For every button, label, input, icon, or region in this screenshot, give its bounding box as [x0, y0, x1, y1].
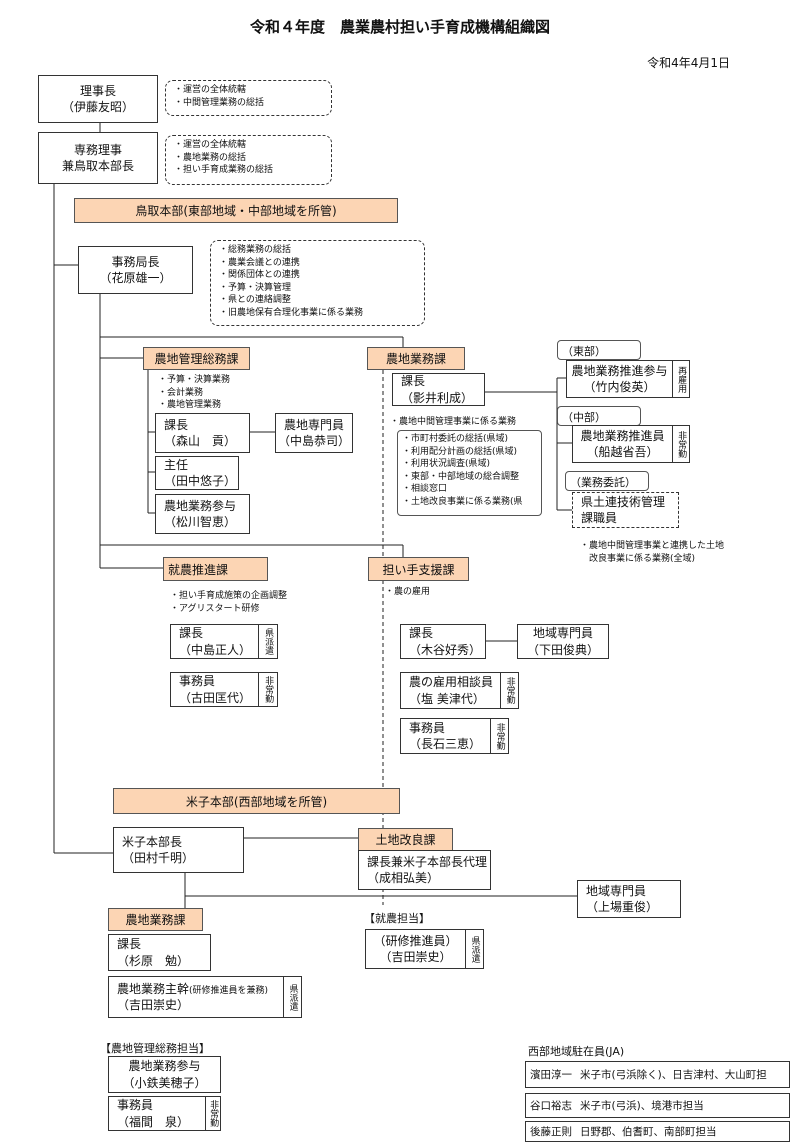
ja-staff-row: 谷口裕志米子市(弓浜)、境港市担当	[525, 1093, 790, 1118]
outsourced-staff-box: 県土連技術管理 課職員	[572, 492, 679, 528]
chairman-notes: ・運営の全体統轄 ・中間管理業務の総括	[165, 80, 332, 116]
chairman-box: 理事長 （伊藤友昭）	[38, 75, 158, 123]
managing-director-notes: ・運営の全体統轄 ・農地業務の総括 ・担い手育成業務の総括	[165, 135, 332, 185]
yonago-land-business-section-header: 農地業務課	[108, 908, 203, 931]
page-title: 令和４年度 農業農村担い手育成機構組織図	[249, 18, 550, 36]
central-label: （中部）	[557, 406, 641, 426]
land-business-duty: ・農地中間管理事業に係る業務	[390, 417, 517, 427]
yonago-specialist-box: 地域専門員 （上場重俊）	[577, 880, 681, 918]
secretary-general-role: 事務局長	[111, 254, 160, 269]
ja-staff-row: 後藤正則日野郡、伯耆町、南部町担当	[525, 1121, 790, 1142]
chairman-name: （伊藤友昭）	[61, 100, 134, 114]
land-admin-advisor-box: 農地業務参与 （松川智恵）	[155, 494, 250, 534]
secretary-general-notes: ・総務業務の総括 ・農業会議との連携 ・関係団体との連携 ・予算・決算管理 ・県…	[210, 240, 425, 326]
farming-promotion-chief-box: 課長 （中島正人）	[170, 624, 259, 659]
east-advisor-tag: 再雇用	[672, 360, 690, 398]
land-improvement-chief-box: 課長兼米子本部長代理 （成相弘美）	[358, 850, 491, 890]
yonago-hq-head-box: 米子本部長 （田村千明）	[113, 827, 244, 873]
land-admin-unit-label: 【農地管理総務担当】	[100, 1042, 210, 1055]
land-admin-senior-box: 主任 （田中悠子）	[155, 456, 239, 490]
land-business-duties: ・市町村委託の総括(県域) ・利用配分計画の総括(県域) ・利用状況調査(県域)…	[397, 430, 542, 516]
farming-promotion-notes: ・担い手育成施策の企画調整 ・アグリスタート研修	[170, 591, 288, 614]
land-admin-unit-clerk-box: 事務員 （福間 泉）	[108, 1096, 206, 1131]
successor-support-section-header: 担い手支援課	[368, 557, 469, 581]
successor-support-clerk-tag: 非常勤	[490, 718, 509, 754]
east-label: （東部）	[557, 340, 641, 360]
land-admin-unit-clerk-tag: 非常勤	[205, 1096, 221, 1131]
east-advisor-box: 農地業務推進参与 （竹内俊英）	[566, 360, 673, 398]
successor-support-notes: ・農の雇用	[385, 587, 431, 597]
tottori-hq-header: 鳥取本部(東部地域・中部地域を所管)	[74, 198, 398, 223]
outsourced-label: （業務委託）	[565, 471, 649, 491]
successor-support-chief-box: 課長 （木谷好秀）	[400, 624, 486, 659]
land-admin-unit-advisor-box: 農地業務参与 （小鉄美穂子）	[108, 1056, 221, 1093]
managing-director-role2: 兼鳥取本部長	[61, 159, 134, 173]
secretary-general-box: 事務局長 （花原雄一）	[78, 246, 193, 294]
successor-support-consultant-tag: 非常勤	[500, 672, 519, 709]
farming-unit-staff-box: （研修推進員） （吉田崇史）	[365, 929, 466, 969]
successor-support-clerk-box: 事務員 （長石三恵）	[400, 718, 491, 754]
farming-unit-staff-tag: 県派遣	[465, 929, 484, 969]
farming-unit-label: 【就農担当】	[364, 912, 430, 925]
secretary-general-name: （花原雄一）	[99, 271, 172, 285]
land-admin-chief-box: 課長 （森山 貢）	[155, 413, 250, 453]
successor-support-specialist-box: 地域専門員 （下田俊典）	[517, 624, 609, 659]
farming-promotion-chief-tag: 県派遣	[258, 624, 278, 659]
yonago-land-business-chief-box: 課長 （杉原 勉）	[108, 934, 211, 971]
ja-staff-row: 濱田淳一米子市(弓浜除く)、日吉津村、大山町担	[525, 1061, 790, 1088]
yonago-hq-header: 米子本部(西部地域を所管)	[113, 788, 400, 814]
land-business-chief-box: 課長 （影井利成）	[392, 373, 485, 406]
yonago-land-business-manager-tag: 県派遣	[283, 976, 302, 1018]
document-date: 令和4年4月1日	[647, 56, 730, 70]
successor-support-consultant-box: 農の雇用相談員 （塩 美津代）	[400, 672, 501, 709]
farming-promotion-clerk-box: 事務員 （古田匡代）	[170, 672, 259, 707]
chairman-role: 理事長	[79, 83, 116, 98]
central-promoter-box: 農地業務推進員 （船越省吾）	[572, 425, 673, 463]
farming-promotion-clerk-tag: 非常勤	[258, 672, 278, 707]
land-admin-notes: ・予算・決算業務 ・会計業務 ・農地管理業務	[158, 375, 231, 411]
land-improvement-section-header: 土地改良課	[358, 828, 453, 851]
land-admin-section-header: 農地管理総務課	[143, 347, 250, 370]
outsourced-notes: ・農地中間管理事業と連携した土地 改良事業に係る業務(全域)	[580, 541, 725, 564]
central-promoter-tag: 非常勤	[672, 425, 690, 463]
managing-director-role: 専務理事	[73, 142, 122, 157]
land-business-section-header: 農地業務課	[367, 347, 465, 370]
farming-promotion-section-header: 就農推進課	[163, 557, 268, 581]
managing-director-box: 専務理事 兼鳥取本部長	[38, 132, 158, 184]
ja-staff-label: 西部地域駐在員(JA)	[528, 1045, 625, 1058]
yonago-land-business-manager-box: 農地業務主幹(研修推進員を兼務) （吉田崇史）	[108, 976, 284, 1018]
land-admin-specialist-box: 農地専門員 （中島恭司）	[275, 413, 353, 453]
